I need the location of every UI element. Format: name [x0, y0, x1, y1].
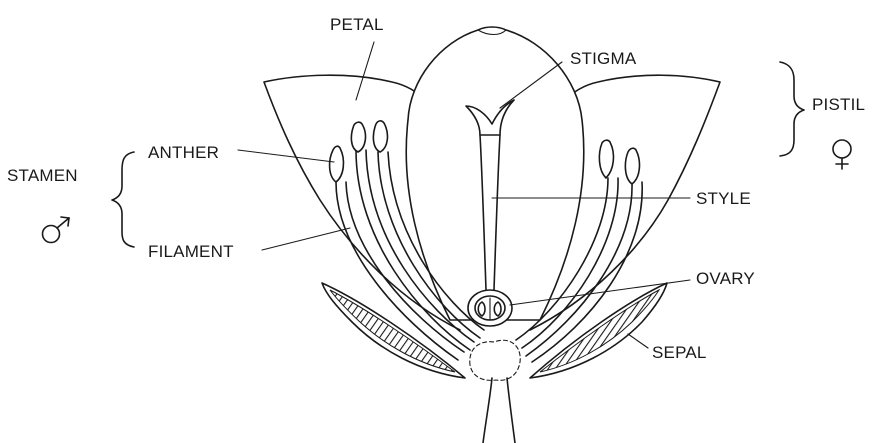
sepal-leader: [628, 334, 648, 348]
label-pistil: PISTIL: [812, 95, 865, 114]
pistil-brace: [780, 62, 804, 156]
stamen-brace: [112, 152, 134, 247]
stem: [483, 378, 515, 443]
label-petal: PETAL: [330, 15, 384, 34]
filament-leader: [262, 228, 350, 250]
label-stamen: STAMEN: [7, 166, 78, 185]
female-symbol-icon: [833, 140, 851, 169]
label-stigma: STIGMA: [570, 49, 637, 68]
receptacle: [470, 340, 520, 380]
label-ovary: OVARY: [696, 269, 755, 288]
male-symbol-icon: [43, 217, 70, 243]
label-sepal: SEPAL: [652, 343, 707, 362]
flower-drawing: [264, 27, 720, 443]
label-filament: FILAMENT: [148, 242, 234, 261]
label-anther: ANTHER: [148, 143, 219, 162]
label-style: STYLE: [696, 189, 751, 208]
